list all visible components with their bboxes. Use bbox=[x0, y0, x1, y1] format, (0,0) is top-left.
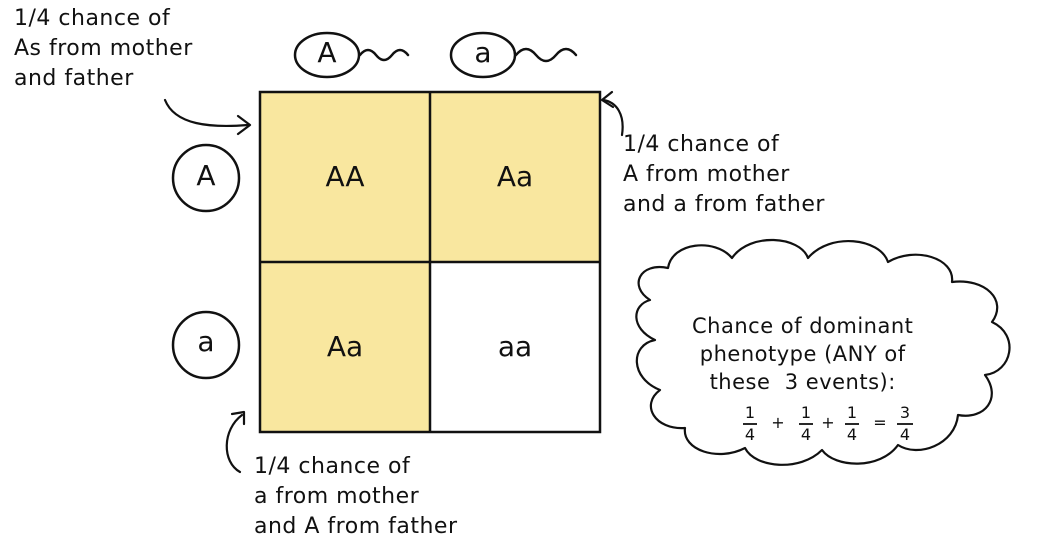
left-allele-circle-2 bbox=[171, 310, 241, 380]
cell-genotype-AA: AA bbox=[325, 160, 365, 193]
frac-1-den: 4 bbox=[744, 425, 756, 444]
cell-AA-fill bbox=[260, 92, 430, 262]
cell-Aa-top-right-fill bbox=[430, 92, 600, 262]
note-bottom-left: 1/4 chance of a from mother and A from f… bbox=[254, 454, 458, 539]
frac-3-num: 1 bbox=[846, 403, 858, 422]
note-right: 1/4 chance of A from mother and a from f… bbox=[623, 132, 825, 217]
top-allele-a: a bbox=[474, 36, 492, 69]
arrow-top-left-head bbox=[236, 114, 252, 136]
left-allele-A: A bbox=[196, 159, 216, 192]
frac-2-den: 4 bbox=[800, 425, 812, 444]
arrow-bottom-left bbox=[225, 413, 244, 474]
note-top-left: 1/4 chance of As from mother and father bbox=[14, 6, 193, 91]
cell-genotype-Aa-bottom: Aa bbox=[326, 330, 364, 363]
frac-3-den: 4 bbox=[846, 425, 858, 444]
frac-1-num: 1 bbox=[744, 403, 756, 422]
sperm-tail-1 bbox=[358, 48, 410, 62]
sperm-tail-2 bbox=[514, 47, 578, 63]
arrow-top-left bbox=[163, 98, 250, 128]
left-allele-circle-1 bbox=[171, 143, 241, 213]
arrow-bottom-left-head bbox=[230, 410, 246, 426]
frac-2-num: 1 bbox=[800, 403, 812, 422]
cell-genotype-aa: aa bbox=[497, 330, 533, 363]
arrow-right-head bbox=[600, 90, 615, 109]
top-allele-A: A bbox=[317, 36, 337, 69]
left-allele-a: a bbox=[197, 325, 215, 358]
cloud-shape bbox=[635, 238, 1011, 466]
equals-sign: = bbox=[873, 413, 887, 432]
cell-aa-fill bbox=[430, 262, 600, 432]
cloud-text: Chance of dominant phenotype (ANY of the… bbox=[692, 314, 914, 394]
frac-result-num: 3 bbox=[899, 403, 911, 422]
cell-Aa-bottom-left-fill bbox=[260, 262, 430, 432]
arrow-right bbox=[601, 98, 624, 137]
plus-2: + bbox=[821, 413, 835, 432]
frac-result-den: 4 bbox=[899, 425, 911, 444]
cell-genotype-Aa-top: Aa bbox=[496, 160, 534, 193]
plus-1: + bbox=[771, 413, 785, 432]
